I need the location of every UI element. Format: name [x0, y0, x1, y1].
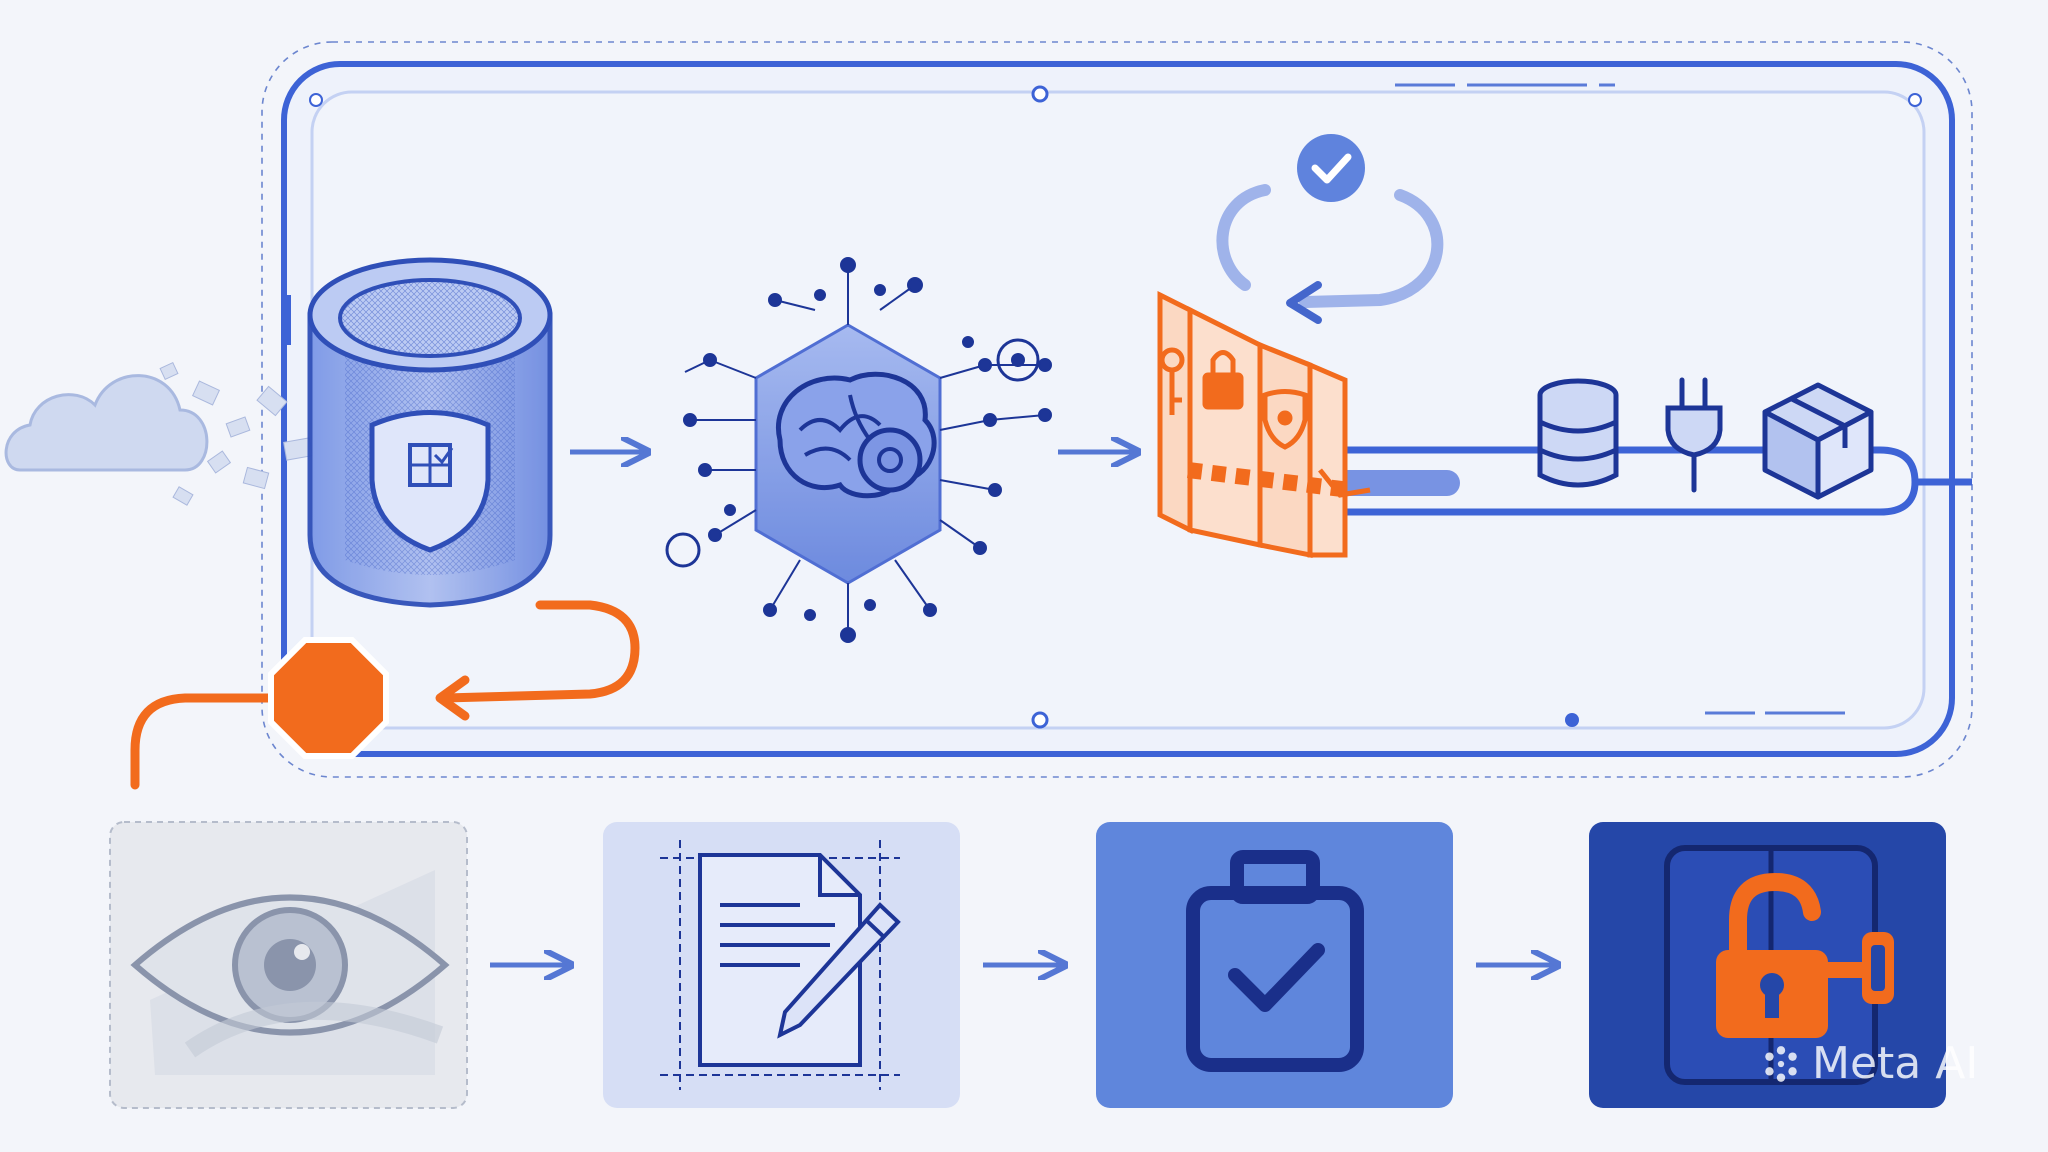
plug-icon: [1665, 377, 1723, 493]
eye-icon: [130, 870, 450, 1075]
meta-ai-logo-icon: [1765, 1045, 1797, 1082]
clipboard-check-icon: [1186, 850, 1364, 1072]
watermark-text: Meta AI: [1812, 1038, 1979, 1089]
orange-return-path: [130, 600, 640, 790]
outer-dashed-frame: [261, 41, 1973, 778]
locked-gate-barrier-icon: [1157, 290, 1371, 559]
meta-ai-watermark: Meta AI: [1760, 1038, 1978, 1089]
database-icon: [1537, 378, 1619, 488]
checkmark-cycle-icon: [1216, 134, 1444, 324]
ai-brain-gear-network-icon: [665, 257, 1052, 643]
shielded-filter-cylinder-icon: [307, 257, 553, 608]
unlock-key-vault-icon: [1664, 845, 1894, 1085]
cloud-scattered-documents-icon: [4, 361, 313, 506]
stop-octagon-icon: [268, 637, 389, 759]
package-box-icon: [1762, 382, 1874, 500]
document-edit-pencil-icon: [660, 840, 901, 1090]
